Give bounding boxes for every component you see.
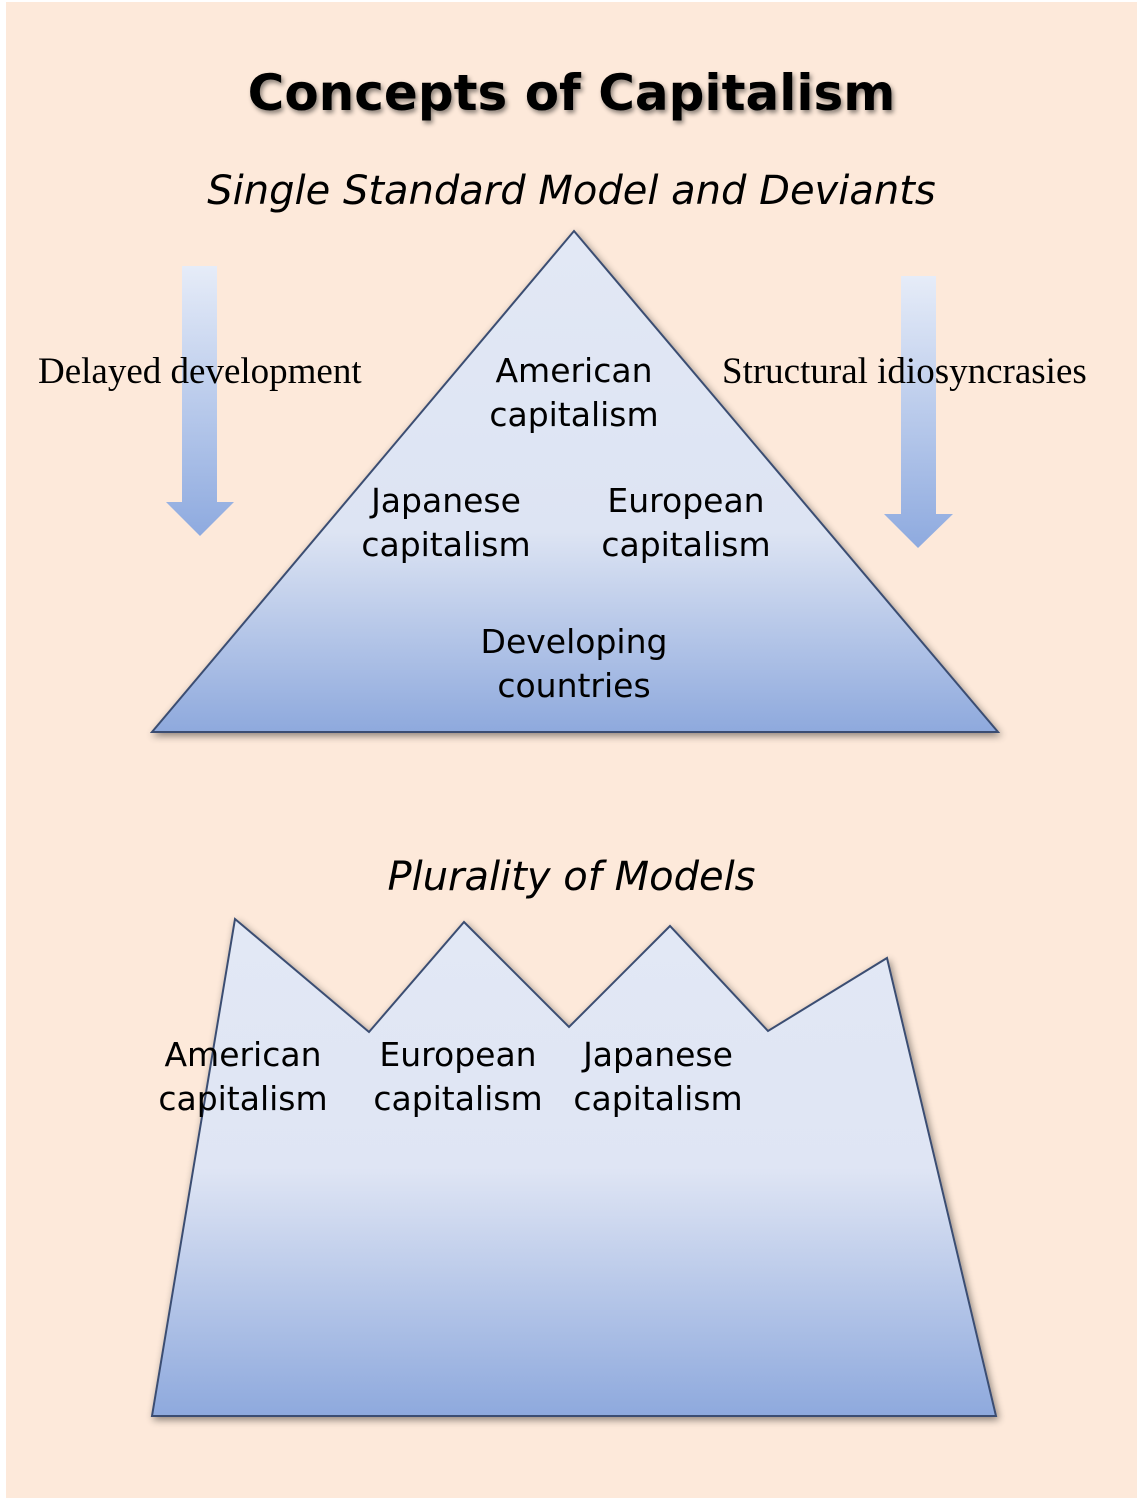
delayed-development-label: Delayed development xyxy=(38,351,362,392)
plurality-european-label: European capitalism xyxy=(373,1035,543,1118)
european-capitalism-label: European capitalism xyxy=(601,481,771,564)
plurality-subtitle: Plurality of Models xyxy=(387,854,756,900)
japanese-capitalism-label: Japanese capitalism xyxy=(361,481,531,564)
developing-countries-label: Developing countries xyxy=(480,622,668,705)
diagram-canvas: Concepts of Capitalism Single Standard M… xyxy=(6,2,1137,1498)
page-title: Concepts of Capitalism xyxy=(247,64,896,122)
plurality-mountain-shape xyxy=(150,917,998,1417)
american-capitalism-label: American capitalism xyxy=(489,351,659,434)
diagram-shapes xyxy=(149,229,1001,1417)
plurality-american-label: American capitalism xyxy=(158,1035,328,1118)
pyramid-shape xyxy=(149,229,1001,733)
plurality-japanese-label: Japanese capitalism xyxy=(573,1035,743,1118)
down-arrow-left-icon xyxy=(166,266,234,536)
down-arrow-right-icon xyxy=(884,276,953,548)
single-model-subtitle: Single Standard Model and Deviants xyxy=(207,168,936,214)
structural-idiosyncrasies-label: Structural idiosyncrasies xyxy=(722,351,1087,392)
